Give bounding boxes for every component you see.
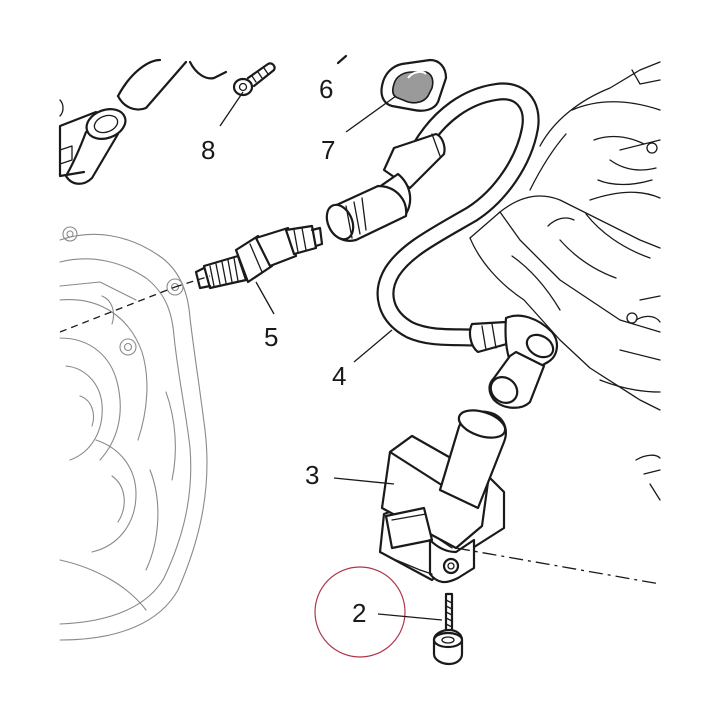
- cylinder-head-parts: [58, 58, 228, 185]
- assembly-lines: [59, 275, 661, 585]
- spark-plug-5: [194, 224, 324, 290]
- callout-4: 4: [332, 361, 346, 391]
- callout-5: 5: [264, 322, 278, 352]
- bolt-8: [232, 62, 276, 97]
- cap-6: [336, 54, 348, 65]
- bolt-2: [432, 592, 464, 666]
- callout-8: 8: [201, 135, 215, 165]
- callout-7: 7: [321, 135, 335, 165]
- ht-lead-4: [325, 82, 558, 409]
- rubber-cap-7: [380, 58, 448, 112]
- callout-3: 3: [305, 460, 319, 490]
- leader-lines: [219, 91, 443, 621]
- frame-airbox: [469, 61, 661, 501]
- highlight-circle: [314, 566, 406, 658]
- callout-2: 2: [352, 598, 366, 628]
- callout-6: 6: [319, 74, 333, 104]
- ignition-coil-3: [378, 409, 507, 584]
- engine-crankcase: [59, 226, 208, 641]
